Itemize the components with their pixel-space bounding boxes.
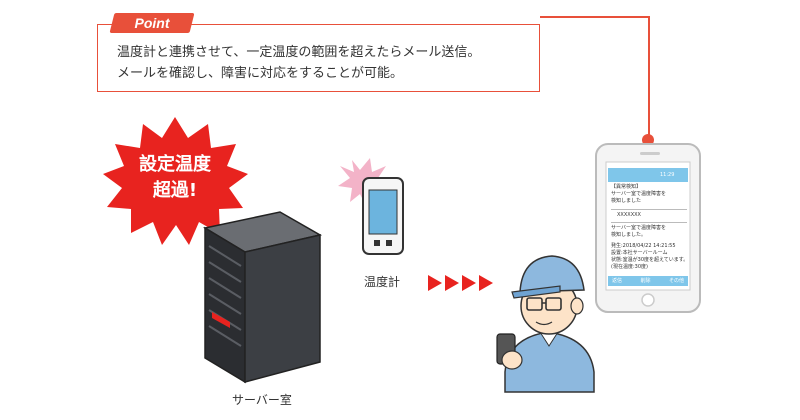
smartphone-illustration xyxy=(595,143,701,313)
email-body-line-1: サーバー室で温度障害を xyxy=(611,191,666,197)
phone-screen-header xyxy=(608,168,688,182)
delete-button[interactable]: 削除 xyxy=(640,278,651,284)
reply-button[interactable]: 返信 xyxy=(612,278,623,284)
point-tag-label: Point xyxy=(134,15,170,31)
server-rack-icon xyxy=(202,211,323,384)
email-body-line-2: 検知しました xyxy=(611,198,642,204)
email-masked-address: XXXXXXX xyxy=(617,212,641,218)
alert-burst-icon xyxy=(103,117,248,245)
more-button[interactable]: その他 xyxy=(668,278,684,284)
email-detail-line-1: サーバー室で温度障害を xyxy=(611,225,666,231)
phone-time: 11:29 xyxy=(660,172,675,178)
thermometer-device-icon xyxy=(362,177,404,255)
point-callout-box xyxy=(97,24,540,92)
email-info-line-2: 設置:本社サーバールーム xyxy=(611,250,668,256)
phone-email-message: 【異常検知】 サーバー室で温度障害を 検知しました XXXXXXX サーバー室で… xyxy=(611,184,689,271)
email-detail-line-2: 検知しました。 xyxy=(611,232,647,238)
email-subject: 【異常検知】 xyxy=(611,184,642,190)
email-info-line-1: 発生:2018/04/22 14:21:55 xyxy=(611,243,676,249)
alert-line-2: 超過! xyxy=(152,180,198,201)
alert-text: 設定温度 超過! xyxy=(113,152,237,204)
point-description: 温度計と連携させて、一定温度の範囲を超えたらメール送信。 メールを確認し、障害に… xyxy=(117,42,480,84)
email-info-line-3: 状態:室温が30度を超えています。 xyxy=(611,257,689,263)
phone-screen-footer: 返信 削除 その他 xyxy=(608,276,688,286)
server-room-label: サーバー室 xyxy=(232,393,292,407)
email-info-line-4: (現在温度:30度) xyxy=(611,264,648,270)
point-line-1: 温度計と連携させて、一定温度の範囲を超えたらメール送信。 xyxy=(117,45,481,60)
point-line-2: メールを確認し、障害に対応をすることが可能。 xyxy=(117,66,404,81)
connector-line xyxy=(540,16,649,18)
thermometer-label: 温度計 xyxy=(364,275,401,289)
direction-arrows-icon xyxy=(428,275,493,291)
connector-line-vertical xyxy=(648,16,650,138)
worker-illustration xyxy=(496,255,595,393)
alert-line-1: 設定温度 xyxy=(139,154,211,175)
